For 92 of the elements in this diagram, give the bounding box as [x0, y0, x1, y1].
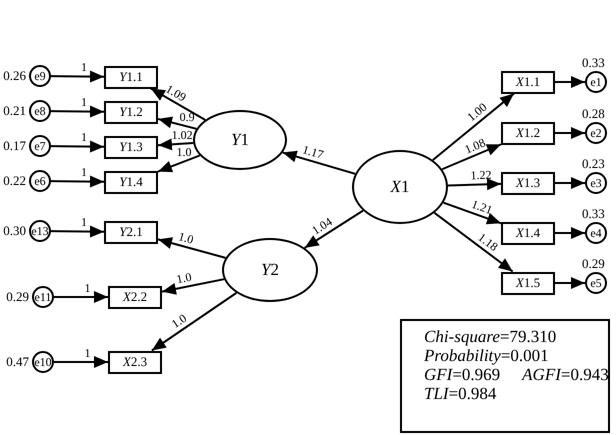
variance-label: 0.29	[6, 289, 29, 305]
arrow	[304, 210, 364, 249]
edge-label: 1.22	[470, 169, 492, 182]
variable-box: X2.3	[108, 350, 162, 374]
arrow	[555, 76, 585, 88]
variable-box: X1.1	[501, 70, 555, 94]
error-circle: e2	[585, 122, 607, 144]
variance-label: 0.22	[3, 173, 26, 189]
arrow	[282, 150, 356, 175]
edge-label: 1.08	[463, 136, 488, 156]
latent-ellipse: X1	[352, 150, 448, 224]
error-circle: e7	[29, 135, 51, 157]
arrow	[50, 70, 104, 83]
variable-box: X1.5	[501, 272, 555, 294]
arrow	[50, 176, 104, 188]
statistic-text: TLI=0.984	[424, 384, 496, 403]
variable-box: Y1.1	[104, 66, 158, 88]
error-circle: e4	[585, 222, 607, 244]
edge-label: 1.0	[169, 312, 189, 330]
variance-label: 0.17	[3, 138, 26, 154]
arrow	[158, 154, 200, 173]
arrow	[442, 143, 502, 170]
arrow	[555, 227, 585, 239]
variable-box: Y2.1	[104, 220, 158, 244]
statistic-text: GFI=0.969	[424, 365, 500, 384]
edge-label: 1.00	[466, 100, 490, 124]
edge-label: 1	[80, 166, 88, 178]
arrow	[434, 212, 514, 272]
variance-label: 0.33	[582, 55, 605, 71]
variance-label: 0.23	[582, 156, 605, 172]
error-circle: e6	[29, 170, 51, 192]
arrow	[54, 291, 108, 303]
latent-ellipse: Y2	[222, 238, 318, 302]
variance-label: 0.33	[582, 206, 605, 222]
edge-label: 1	[84, 347, 90, 359]
error-circle: e3	[585, 172, 607, 194]
variance-label: 0.30	[3, 223, 26, 239]
edge-label: 1.18	[476, 230, 500, 254]
variable-box: Y1.3	[104, 136, 158, 158]
error-circle: e9	[29, 65, 51, 87]
latent-ellipse: Y1	[193, 110, 287, 170]
error-circle: e11	[32, 286, 54, 308]
edge-label: 1.17	[300, 143, 325, 161]
arrow	[158, 237, 226, 259]
variance-label: 0.47	[6, 354, 29, 370]
edge-label: 1.0	[175, 270, 192, 286]
arrow	[50, 226, 104, 238]
error-circle: e10	[32, 351, 54, 373]
variance-label: 0.21	[3, 103, 26, 119]
arrow	[162, 278, 224, 295]
variable-box: Y1.2	[104, 100, 158, 124]
error-circle: e5	[585, 272, 607, 294]
edge-label: 1	[80, 96, 88, 108]
edge-label: 1.04	[310, 215, 334, 237]
statistic-text: Chi-square=79.310	[424, 327, 556, 346]
arrow	[555, 177, 585, 189]
edge-label: 1.09	[164, 82, 188, 104]
statistic-text: AGFI=0.943	[522, 365, 609, 384]
variable-box: Y1.4	[104, 170, 158, 194]
arrow	[158, 116, 197, 130]
variable-box: X1.3	[501, 172, 555, 194]
edge-label: 1	[80, 61, 88, 74]
arrow	[432, 92, 515, 161]
arrow	[54, 356, 108, 368]
edge-label: 1.02	[172, 128, 193, 141]
edge-label: 1.0	[176, 146, 192, 158]
edge-label: 1.0	[177, 230, 195, 246]
edge-label: 1	[80, 216, 88, 228]
variable-box: X2.2	[108, 286, 162, 308]
arrow	[443, 202, 502, 224]
arrow	[555, 277, 585, 289]
error-circle: e8	[29, 100, 51, 122]
variance-label: 0.26	[3, 68, 26, 84]
variance-label: 0.28	[582, 106, 605, 122]
arrow	[555, 127, 585, 139]
edge-label: 1	[80, 131, 88, 144]
arrow	[158, 138, 194, 150]
edge-label: 0.9	[180, 111, 195, 124]
arrow	[151, 292, 237, 352]
arrow	[50, 140, 104, 153]
arrow	[448, 178, 502, 190]
edge-label: 1	[84, 282, 90, 294]
edge-label: 1.21	[470, 198, 494, 216]
variance-label: 0.29	[582, 256, 605, 272]
statistic-text: Probability=0.001	[424, 346, 549, 365]
error-circle: e1	[585, 71, 607, 93]
error-circle: e13	[29, 220, 51, 242]
variable-box: X1.2	[501, 122, 555, 144]
arrow	[150, 88, 206, 121]
fit-statistics-box	[400, 319, 610, 433]
variable-box: X1.4	[501, 222, 555, 244]
arrow	[50, 106, 104, 118]
